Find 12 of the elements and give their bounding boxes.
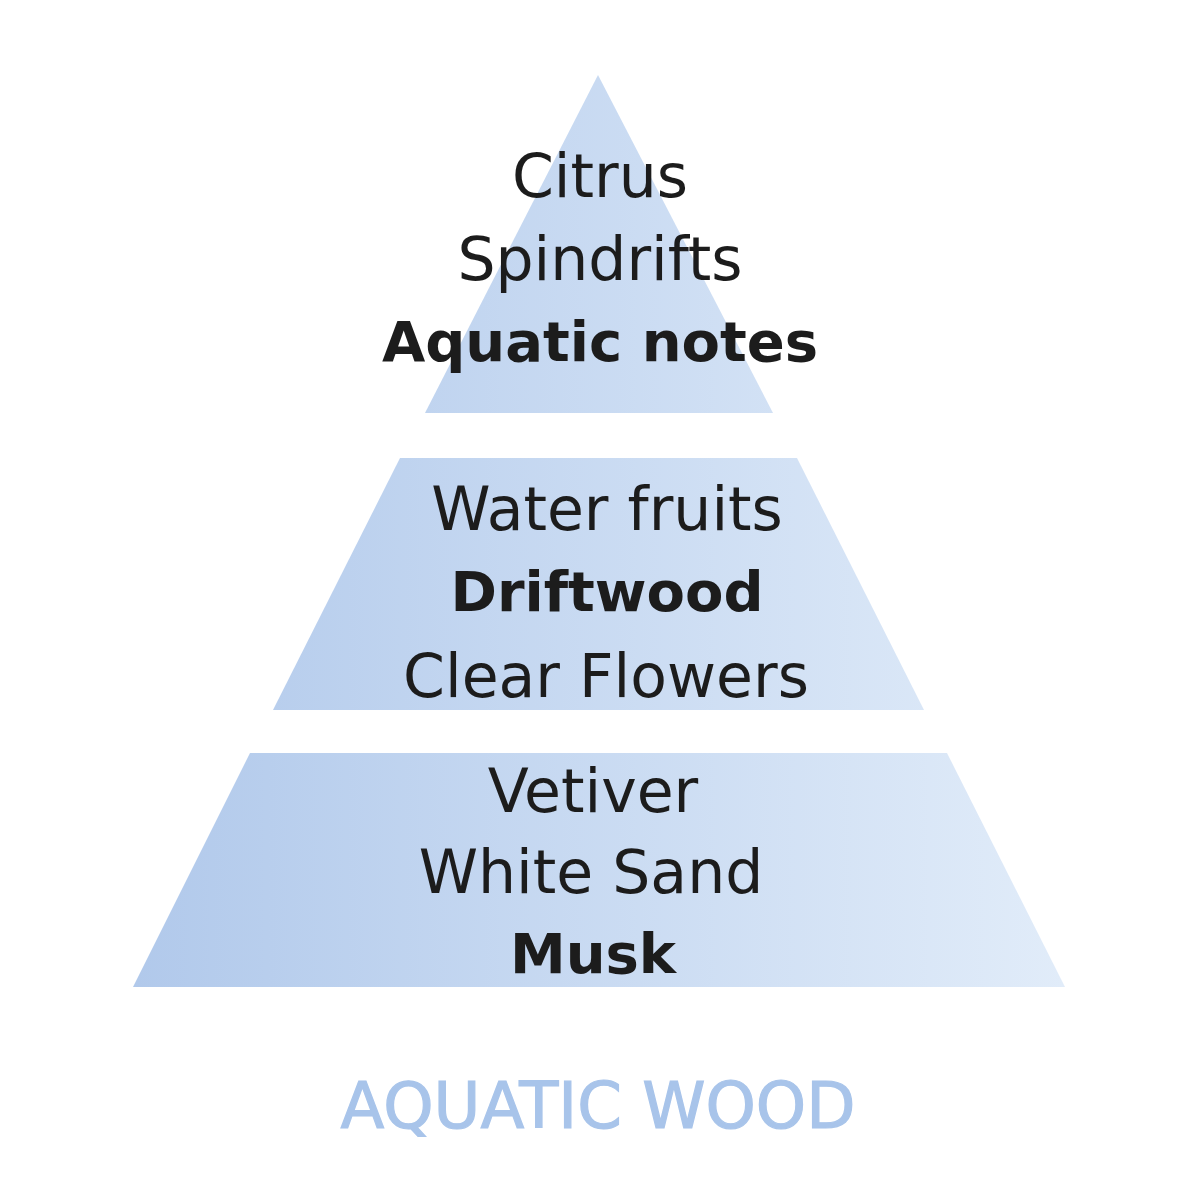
note-label: Water fruits — [431, 474, 783, 544]
note-label: White Sand — [418, 837, 764, 907]
pyramid-tier — [273, 458, 924, 710]
note-label: Citrus — [512, 141, 688, 211]
note-label: Spindrifts — [457, 224, 743, 294]
note-label: Aquatic notes — [381, 308, 819, 376]
note-label: Driftwood — [450, 558, 764, 626]
pyramid-title: AQUATIC WOOD — [340, 1069, 856, 1143]
note-label: Vetiver — [487, 756, 699, 826]
note-label: Clear Flowers — [403, 641, 809, 711]
note-label: Musk — [509, 920, 677, 988]
pyramid-tier — [133, 753, 1065, 987]
